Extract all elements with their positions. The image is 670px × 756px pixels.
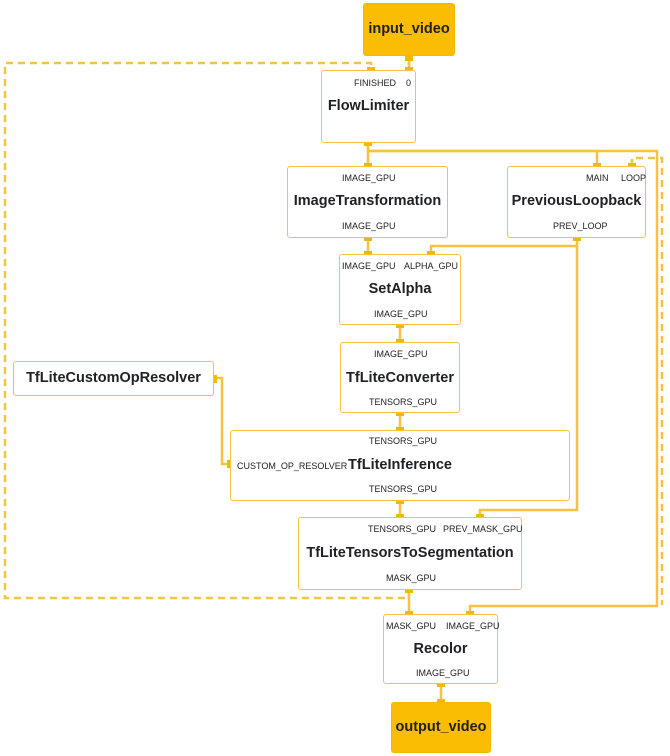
node-title: TfLiteTensorsToSegmentation bbox=[306, 545, 514, 561]
port-label-custom-op-resolver: CUSTOM_OP_RESOLVER bbox=[237, 461, 348, 471]
port-label-tensors-in: TENSORS_GPU bbox=[369, 436, 438, 446]
port-marker bbox=[211, 375, 217, 383]
port-label-tensors-out: TENSORS_GPU bbox=[369, 397, 438, 407]
edge-flowlimiter-to-loopback-main bbox=[366, 143, 599, 166]
node-title: Recolor bbox=[413, 641, 468, 657]
port-label-mask-in: MASK_GPU bbox=[386, 621, 437, 631]
port-marker bbox=[364, 140, 372, 146]
port-marker bbox=[573, 235, 581, 241]
port-label-main: MAIN bbox=[586, 173, 609, 183]
node-output-video[interactable]: output_video bbox=[391, 702, 491, 753]
node-title: output_video bbox=[395, 719, 487, 735]
port-label-image-in: IMAGE_GPU bbox=[342, 261, 396, 271]
node-title: input_video bbox=[368, 21, 450, 37]
node-title: ImageTransformation bbox=[293, 193, 442, 209]
port-label-zero: 0 bbox=[406, 78, 412, 88]
port-label-loop: LOOP bbox=[621, 173, 647, 183]
port-label-tensors-in: TENSORS_GPU bbox=[368, 524, 437, 534]
edge-loopback-to-prevmask bbox=[478, 246, 579, 517]
edge-resolver-to-inference bbox=[214, 376, 230, 466]
port-marker bbox=[405, 55, 413, 61]
node-input-video[interactable]: input_video bbox=[363, 3, 455, 56]
port-label-image-out: IMAGE_GPU bbox=[416, 668, 470, 678]
node-image-transformation[interactable]: IMAGE_GPU ImageTransformation IMAGE_GPU bbox=[287, 166, 448, 238]
node-set-alpha[interactable]: IMAGE_GPU ALPHA_GPU SetAlpha IMAGE_GPU bbox=[339, 254, 461, 325]
node-previous-loopback[interactable]: MAIN LOOP PreviousLoopback PREV_LOOP bbox=[507, 166, 646, 238]
port-label-mask-out: MASK_GPU bbox=[386, 573, 437, 583]
port-marker bbox=[396, 322, 404, 328]
port-label-image-out: IMAGE_GPU bbox=[342, 221, 396, 231]
port-marker bbox=[364, 235, 372, 241]
edge-loopback-to-setalpha bbox=[429, 238, 579, 254]
node-recolor[interactable]: MASK_GPU IMAGE_GPU Recolor IMAGE_GPU bbox=[383, 614, 500, 684]
node-title: FlowLimiter bbox=[327, 98, 410, 114]
port-label-image-in: IMAGE_GPU bbox=[374, 349, 428, 359]
node-title: TfLiteInference bbox=[348, 457, 452, 473]
port-label-image-out: IMAGE_GPU bbox=[374, 309, 428, 319]
port-label-image-in: IMAGE_GPU bbox=[342, 173, 396, 183]
port-label-alpha-in: ALPHA_GPU bbox=[404, 261, 459, 271]
node-tflite-inference[interactable]: TENSORS_GPU CUSTOM_OP_RESOLVER TfLiteInf… bbox=[230, 430, 570, 501]
port-marker bbox=[396, 498, 404, 504]
node-title: TfLiteConverter bbox=[346, 370, 454, 386]
port-marker bbox=[405, 587, 413, 593]
node-title: SetAlpha bbox=[368, 281, 432, 297]
port-label-prev-mask-in: PREV_MASK_GPU bbox=[443, 524, 523, 534]
node-tflite-converter[interactable]: IMAGE_GPU TfLiteConverter TENSORS_GPU bbox=[340, 342, 460, 413]
port-marker bbox=[396, 410, 404, 416]
node-tflite-tensors-to-segmentation[interactable]: TENSORS_GPU PREV_MASK_GPU TfLiteTensorsT… bbox=[298, 517, 523, 590]
port-label-image-in: IMAGE_GPU bbox=[446, 621, 500, 631]
edge-flowlimiter-to-recolor bbox=[368, 149, 659, 614]
port-label-finished: FINISHED bbox=[354, 78, 397, 88]
port-label-tensors-out: TENSORS_GPU bbox=[369, 484, 438, 494]
node-title: TfLiteCustomOpResolver bbox=[26, 370, 201, 386]
node-flow-limiter[interactable]: FINISHED 0 FlowLimiter bbox=[321, 70, 416, 143]
node-title: PreviousLoopback bbox=[511, 193, 642, 209]
edge-loopback-loop bbox=[630, 156, 664, 605]
node-tflite-custom-op-resolver[interactable]: TfLiteCustomOpResolver bbox=[13, 361, 214, 396]
port-marker bbox=[437, 681, 445, 687]
port-label-prev-loop: PREV_LOOP bbox=[553, 221, 608, 231]
